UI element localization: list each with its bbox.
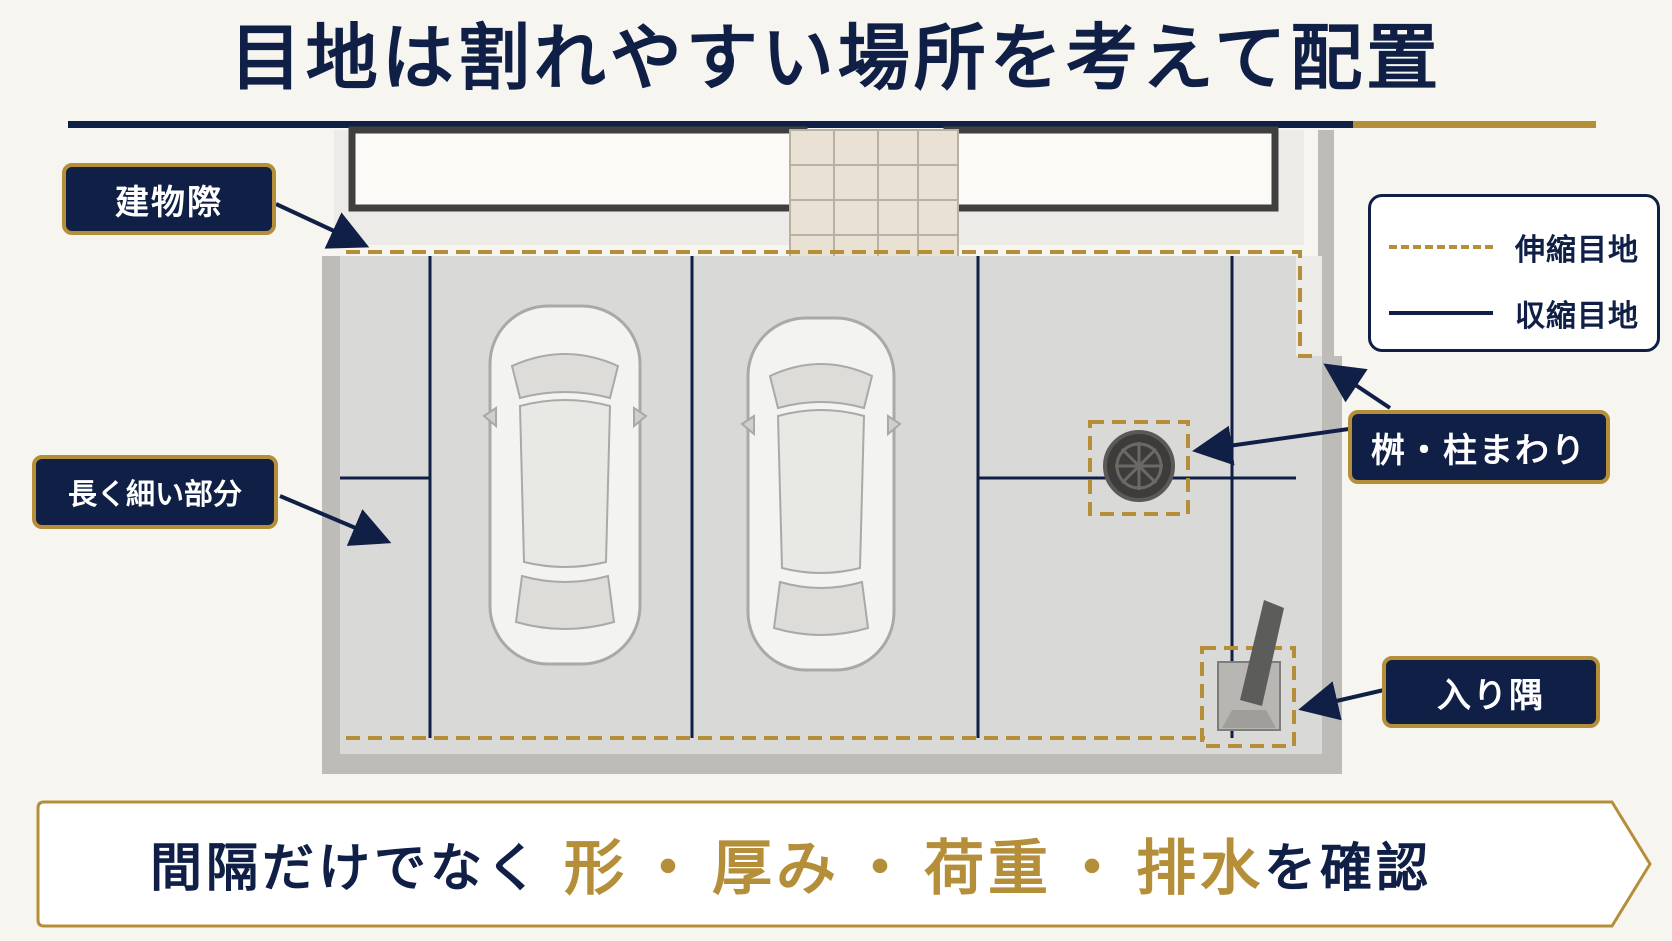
window-right <box>943 126 1279 212</box>
legend-item-contraction: 収縮目地 <box>1389 291 1639 335</box>
callout-inside-corner: 入り隅 <box>1382 656 1600 728</box>
legend-label-contraction: 収縮目地 <box>1515 299 1639 334</box>
summary-item-load: 荷重 <box>924 833 1053 904</box>
solid-line-icon <box>1389 311 1493 315</box>
summary-item-drainage: 排水 <box>1136 833 1265 904</box>
summary-text: 間隔だけでなく 形 ・ 厚み ・ 荷重 ・ 排水 を確認 <box>150 828 1433 904</box>
legend-label-expansion: 伸縮目地 <box>1515 233 1639 268</box>
title-underline-accent <box>1353 121 1596 128</box>
summary-banner <box>36 800 1652 928</box>
callout-basin-pillar: 桝・柱まわり <box>1348 410 1610 484</box>
left-wall <box>322 256 340 774</box>
pillar-icon <box>1217 600 1284 731</box>
summary-item-thickness: 厚み <box>712 833 841 904</box>
manhole-icon <box>1103 430 1175 502</box>
car-icon <box>740 316 902 672</box>
legend-item-expansion: 伸縮目地 <box>1389 225 1639 269</box>
right-wall-lower <box>1322 356 1342 774</box>
summary-suffix: を確認 <box>1264 838 1433 899</box>
legend: 伸縮目地 収縮目地 <box>1368 194 1660 352</box>
bottom-wall <box>322 754 1342 774</box>
expansion-joints <box>346 250 1318 748</box>
summary-separator: ・ <box>1062 833 1127 904</box>
summary-separator: ・ <box>638 833 703 904</box>
page-title: 目地は割れやすい場所を考えて配置 <box>229 16 1443 100</box>
callout-building-edge: 建物際 <box>62 163 276 235</box>
summary-prefix: 間隔だけでなく <box>150 838 543 899</box>
window-left <box>348 126 808 212</box>
entrance-steps <box>789 129 959 271</box>
dashed-line-icon <box>1389 245 1493 249</box>
callout-long-narrow: 長く細い部分 <box>32 455 278 529</box>
title-underline <box>68 121 1353 128</box>
car-icon <box>482 304 648 666</box>
summary-item-shape: 形 <box>564 833 629 904</box>
summary-separator: ・ <box>850 833 915 904</box>
